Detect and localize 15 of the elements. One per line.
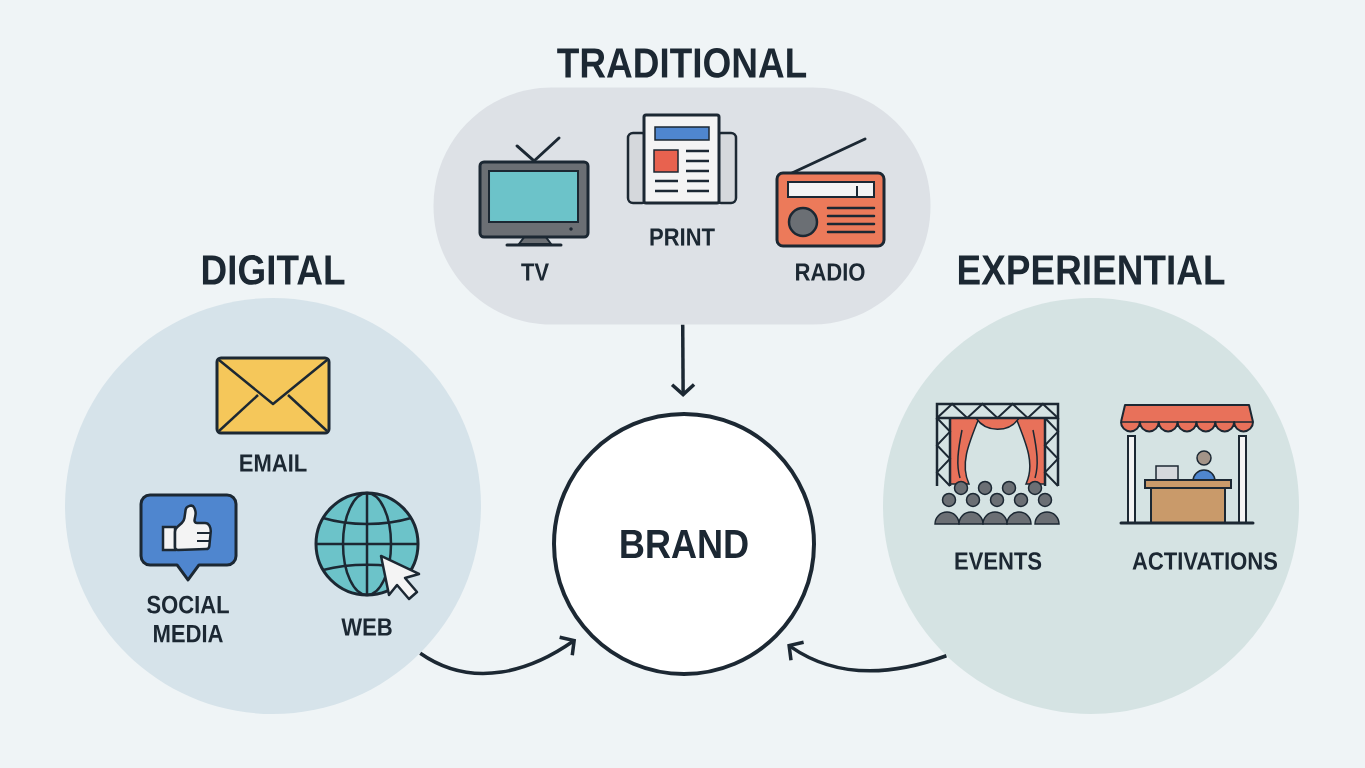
arrow: [670, 324, 696, 397]
icon-label: EMAIL: [240, 454, 307, 472]
icon-label: SOCIAL MEDIA: [147, 595, 229, 643]
group-heading: DIGITAL: [202, 255, 345, 285]
icon-label: EVENTS: [955, 552, 1042, 570]
circle-node: BRAND: [552, 412, 816, 676]
icon-label: RADIO: [796, 263, 865, 281]
curved-arrow: [419, 635, 577, 676]
icon-label: ACTIVATIONS: [1132, 552, 1277, 570]
icon-label: WEB: [341, 618, 392, 636]
icon-label: TV: [521, 263, 549, 281]
curved-arrow: [787, 640, 947, 673]
group-heading: TRADITIONAL: [557, 48, 807, 78]
icon-label: PRINT: [650, 228, 715, 246]
group-heading: EXPERIENTIAL: [958, 255, 1225, 285]
